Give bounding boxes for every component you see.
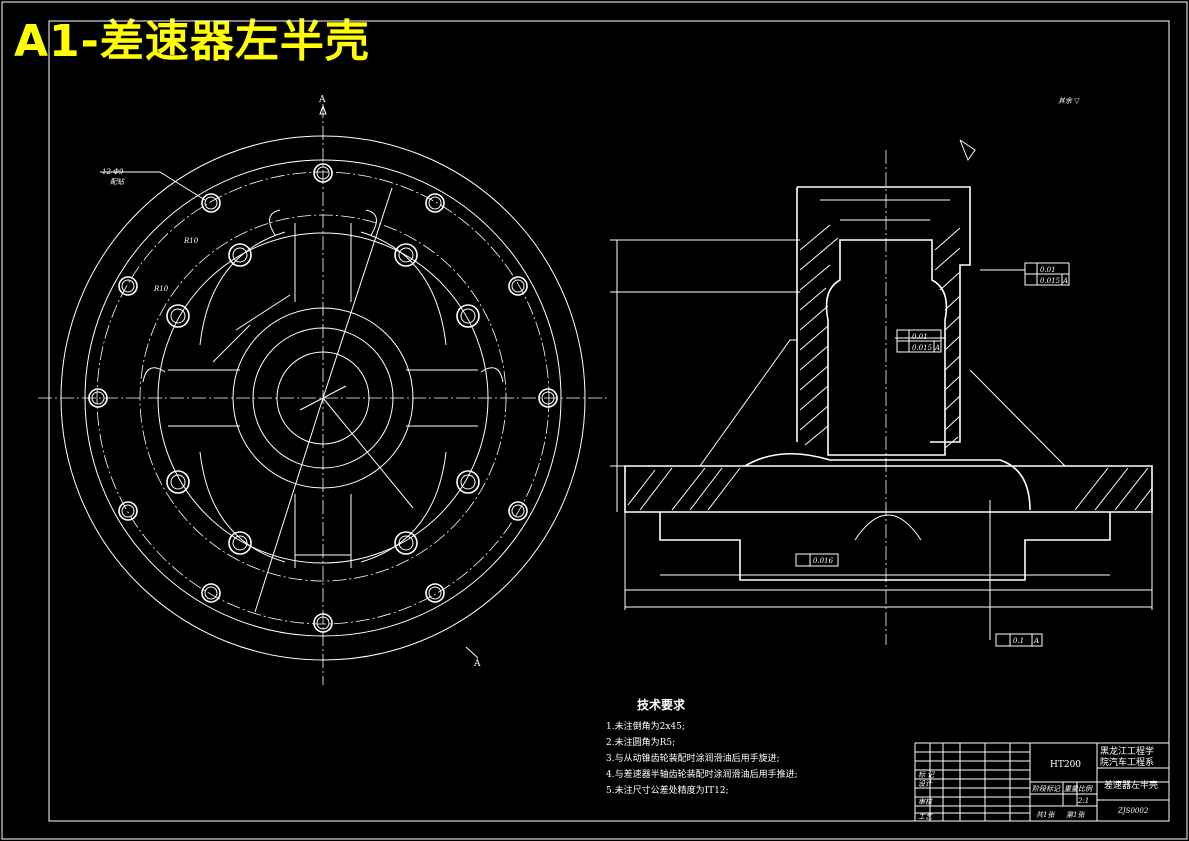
svg-text:比例: 比例 xyxy=(1078,785,1093,793)
svg-text:0.01: 0.01 xyxy=(1040,266,1056,274)
svg-text:共1张: 共1张 xyxy=(1036,811,1055,819)
drawing-title: A1-差速器左半壳 xyxy=(14,16,370,67)
gdt-frame-perp: 0.1 A xyxy=(995,633,1043,647)
svg-text:审核: 审核 xyxy=(918,798,933,806)
view-label-top: A xyxy=(318,95,326,105)
svg-text:0.015: 0.015 xyxy=(912,344,933,352)
svg-text:0.016: 0.016 xyxy=(813,557,834,565)
tech-item-5: 5.未注尺寸公差处精度为IT12; xyxy=(606,784,729,796)
drawing-number: ZJS0002 xyxy=(1117,807,1149,815)
view-label-bottom: A xyxy=(473,659,481,669)
title-block: 标 记 设计 审核 工艺 阶段标记 重量 比例 2:1 共1张 第1张 HT20… xyxy=(914,742,1170,822)
scale-value: 2:1 xyxy=(1077,797,1089,805)
svg-text:阶段标记: 阶段标记 xyxy=(1032,785,1061,793)
svg-text:工艺: 工艺 xyxy=(918,813,933,821)
svg-text:0.1: 0.1 xyxy=(1013,637,1024,645)
material: HT200 xyxy=(1050,760,1081,770)
svg-text:第1张: 第1张 xyxy=(1066,811,1085,819)
gdt-frame-profile: 0.016 xyxy=(795,553,839,567)
tech-item-1: 1.未注倒角为2x45; xyxy=(606,720,685,732)
tech-item-2: 2.未注圆角为R5; xyxy=(606,736,675,748)
svg-text:0.01: 0.01 xyxy=(912,333,928,341)
radius-note-1: R10 xyxy=(183,237,199,245)
inner-frame xyxy=(48,20,1170,822)
svg-text:设计: 设计 xyxy=(918,780,933,788)
svg-text:A: A xyxy=(934,344,940,352)
surface-note: 其余 ▽ xyxy=(1058,97,1080,105)
gdt-frame-top: 0.01 0.015 A xyxy=(1024,262,1070,286)
svg-text:A: A xyxy=(1033,637,1039,645)
school-line-2: 院汽车工程系 xyxy=(1100,756,1154,768)
bolt-holes-inner xyxy=(166,243,480,555)
tech-heading: 技术要求 xyxy=(637,697,686,712)
school-line-1: 黑龙江工程学 xyxy=(1100,745,1154,757)
svg-text:0.015: 0.015 xyxy=(1040,277,1061,285)
tech-item-3: 3.与从动锥齿轮装配时涂润滑油后用手旋进; xyxy=(606,752,780,764)
hole-note-2: 配钻 xyxy=(110,178,125,186)
svg-text:重量: 重量 xyxy=(1064,785,1079,793)
hole-note: 12-Φ9 xyxy=(102,168,124,176)
tech-item-4: 4.与差速器半轴齿轮装配时涂润滑油后用手推进; xyxy=(606,768,798,780)
bolt-holes-outer xyxy=(88,163,558,633)
front-view: 12-Φ9 配钻 R10 R10 A A xyxy=(38,95,610,685)
radius-note-2: R10 xyxy=(153,285,169,293)
tech-requirements: 技术要求 1.未注倒角为2x45; 2.未注圆角为R5; 3.与从动锥齿轮装配时… xyxy=(606,697,798,796)
gdt-frame-mid: 0.01 0.015 A xyxy=(896,329,942,353)
part-name: 差速器左半壳 xyxy=(1104,779,1158,791)
window-slots xyxy=(142,209,504,568)
svg-text:A: A xyxy=(1062,277,1068,285)
svg-text:标 记: 标 记 xyxy=(918,771,935,779)
section-view: 0.01 0.015 A 0.01 0.015 A 0.016 0.1 A 其余… xyxy=(610,97,1153,647)
